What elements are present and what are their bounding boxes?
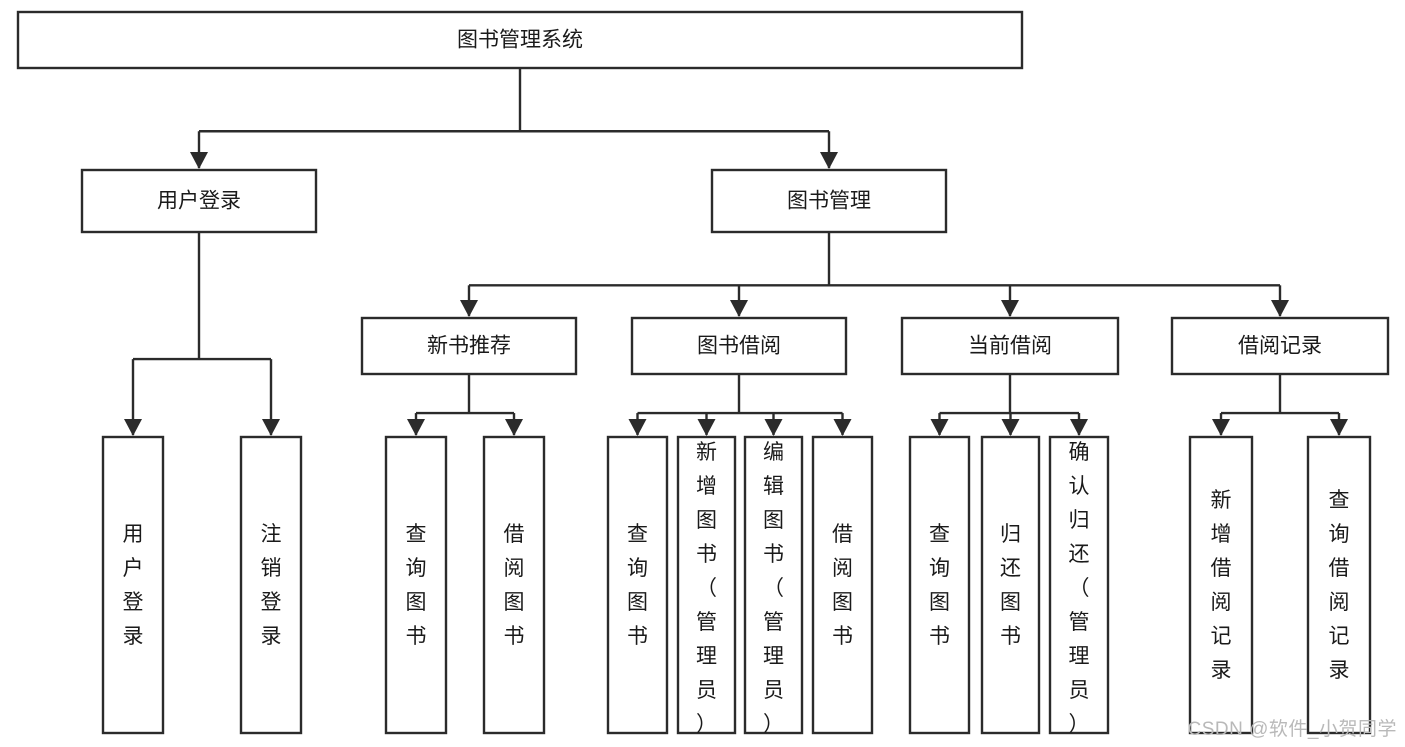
node-box-book-borrow: [630, 316, 848, 376]
node-leaf-borrow-book-2[interactable]: 借阅图书: [811, 435, 874, 735]
arrow-head-icon: [1330, 419, 1348, 436]
arrow-head-icon: [124, 419, 142, 436]
arrow-head-icon: [460, 300, 478, 317]
node-box-leaf-add-record: [1188, 435, 1254, 735]
node-box-book-manage: [710, 168, 948, 234]
node-label-leaf-edit-book: 编辑图书（管理员）: [763, 441, 784, 736]
arrow-head-icon: [820, 152, 838, 169]
arrow-head-icon: [1001, 300, 1019, 317]
node-box-leaf-query-book-3: [908, 435, 971, 735]
node-borrow-record[interactable]: 借阅记录: [1170, 316, 1390, 376]
arrow-head-icon: [505, 419, 523, 436]
node-book-borrow[interactable]: 图书借阅: [630, 316, 848, 376]
node-box-root: [16, 10, 1024, 70]
node-box-leaf-borrow-book-1: [482, 435, 546, 735]
node-book-manage[interactable]: 图书管理: [710, 168, 948, 234]
arrow-head-icon: [1070, 419, 1088, 436]
node-box-leaf-confirm-return: [1048, 435, 1110, 735]
node-label-leaf-query-record: 查询借阅记录: [1329, 489, 1350, 682]
node-new-book-rec[interactable]: 新书推荐: [360, 316, 578, 376]
node-leaf-user-logout[interactable]: 注销登录: [239, 435, 303, 735]
arrow-head-icon: [407, 419, 425, 436]
arrow-head-icon: [730, 300, 748, 317]
node-label-leaf-query-book-1: 查询图书: [406, 523, 427, 648]
node-root[interactable]: 图书管理系统: [16, 10, 1024, 70]
node-leaf-query-book-1[interactable]: 查询图书: [384, 435, 448, 735]
arrow-head-icon: [930, 419, 949, 436]
node-box-new-book-rec: [360, 316, 578, 376]
arrow-head-icon: [1001, 419, 1020, 436]
node-box-borrow-record: [1170, 316, 1390, 376]
node-label-leaf-borrow-book-1: 借阅图书: [504, 523, 525, 648]
node-leaf-query-record[interactable]: 查询借阅记录: [1306, 435, 1372, 735]
node-box-leaf-user-login: [101, 435, 165, 735]
node-box-leaf-user-logout: [239, 435, 303, 735]
arrow-head-icon: [628, 419, 647, 436]
node-label-borrow-record: 借阅记录: [1238, 335, 1322, 358]
arrow-head-icon: [764, 419, 783, 436]
arrow-head-icon: [833, 419, 852, 436]
arrow-head-icon: [190, 152, 208, 169]
node-label-root: 图书管理系统: [457, 29, 583, 52]
node-leaf-edit-book[interactable]: 编辑图书（管理员）: [743, 435, 804, 736]
arrow-head-icon: [1212, 419, 1230, 436]
node-label-leaf-borrow-book-2: 借阅图书: [832, 523, 853, 648]
node-label-book-borrow: 图书借阅: [697, 335, 781, 358]
node-box-leaf-query-book-2: [606, 435, 669, 735]
node-label-leaf-user-logout: 注销登录: [261, 523, 282, 648]
node-leaf-user-login[interactable]: 用户登录: [101, 435, 165, 735]
arrow-head-icon: [697, 419, 716, 436]
node-leaf-add-book[interactable]: 新增图书（管理员）: [676, 435, 737, 736]
node-leaf-return-book[interactable]: 归还图书: [980, 435, 1041, 735]
arrow-head-icon: [262, 419, 280, 436]
node-label-leaf-return-book: 归还图书: [1000, 523, 1021, 648]
node-leaf-borrow-book-1[interactable]: 借阅图书: [482, 435, 546, 735]
node-box-leaf-edit-book: [743, 435, 804, 735]
node-leaf-query-book-2[interactable]: 查询图书: [606, 435, 669, 735]
node-box-user-login: [80, 168, 318, 234]
arrow-head-icon: [1271, 300, 1289, 317]
node-user-login[interactable]: 用户登录: [80, 168, 318, 234]
node-box-leaf-query-book-1: [384, 435, 448, 735]
node-label-current-borrow: 当前借阅: [968, 335, 1052, 358]
watermark-text: CSDN @软件_小贺同学: [1187, 719, 1397, 740]
node-label-leaf-user-login: 用户登录: [123, 523, 144, 648]
nodes-layer: 图书管理系统用户登录图书管理新书推荐图书借阅当前借阅借阅记录用户登录注销登录查询…: [16, 10, 1390, 736]
node-box-leaf-query-record: [1306, 435, 1372, 735]
node-label-book-manage: 图书管理: [787, 190, 871, 213]
node-label-leaf-query-book-2: 查询图书: [627, 523, 648, 648]
node-label-new-book-rec: 新书推荐: [427, 335, 511, 358]
node-leaf-add-record[interactable]: 新增借阅记录: [1188, 435, 1254, 735]
node-label-leaf-confirm-return: 确认归还（管理员）: [1069, 441, 1090, 736]
node-label-leaf-query-book-3: 查询图书: [929, 523, 950, 648]
node-current-borrow[interactable]: 当前借阅: [900, 316, 1120, 376]
node-box-leaf-return-book: [980, 435, 1041, 735]
node-label-leaf-add-record: 新增借阅记录: [1211, 489, 1232, 682]
node-label-leaf-add-book: 新增图书（管理员）: [696, 441, 717, 736]
node-box-current-borrow: [900, 316, 1120, 376]
node-box-leaf-borrow-book-2: [811, 435, 874, 735]
node-leaf-confirm-return[interactable]: 确认归还（管理员）: [1048, 435, 1110, 736]
node-box-leaf-add-book: [676, 435, 737, 735]
node-leaf-query-book-3[interactable]: 查询图书: [908, 435, 971, 735]
edges-layer: [124, 68, 1348, 436]
node-label-user-login: 用户登录: [157, 190, 241, 213]
